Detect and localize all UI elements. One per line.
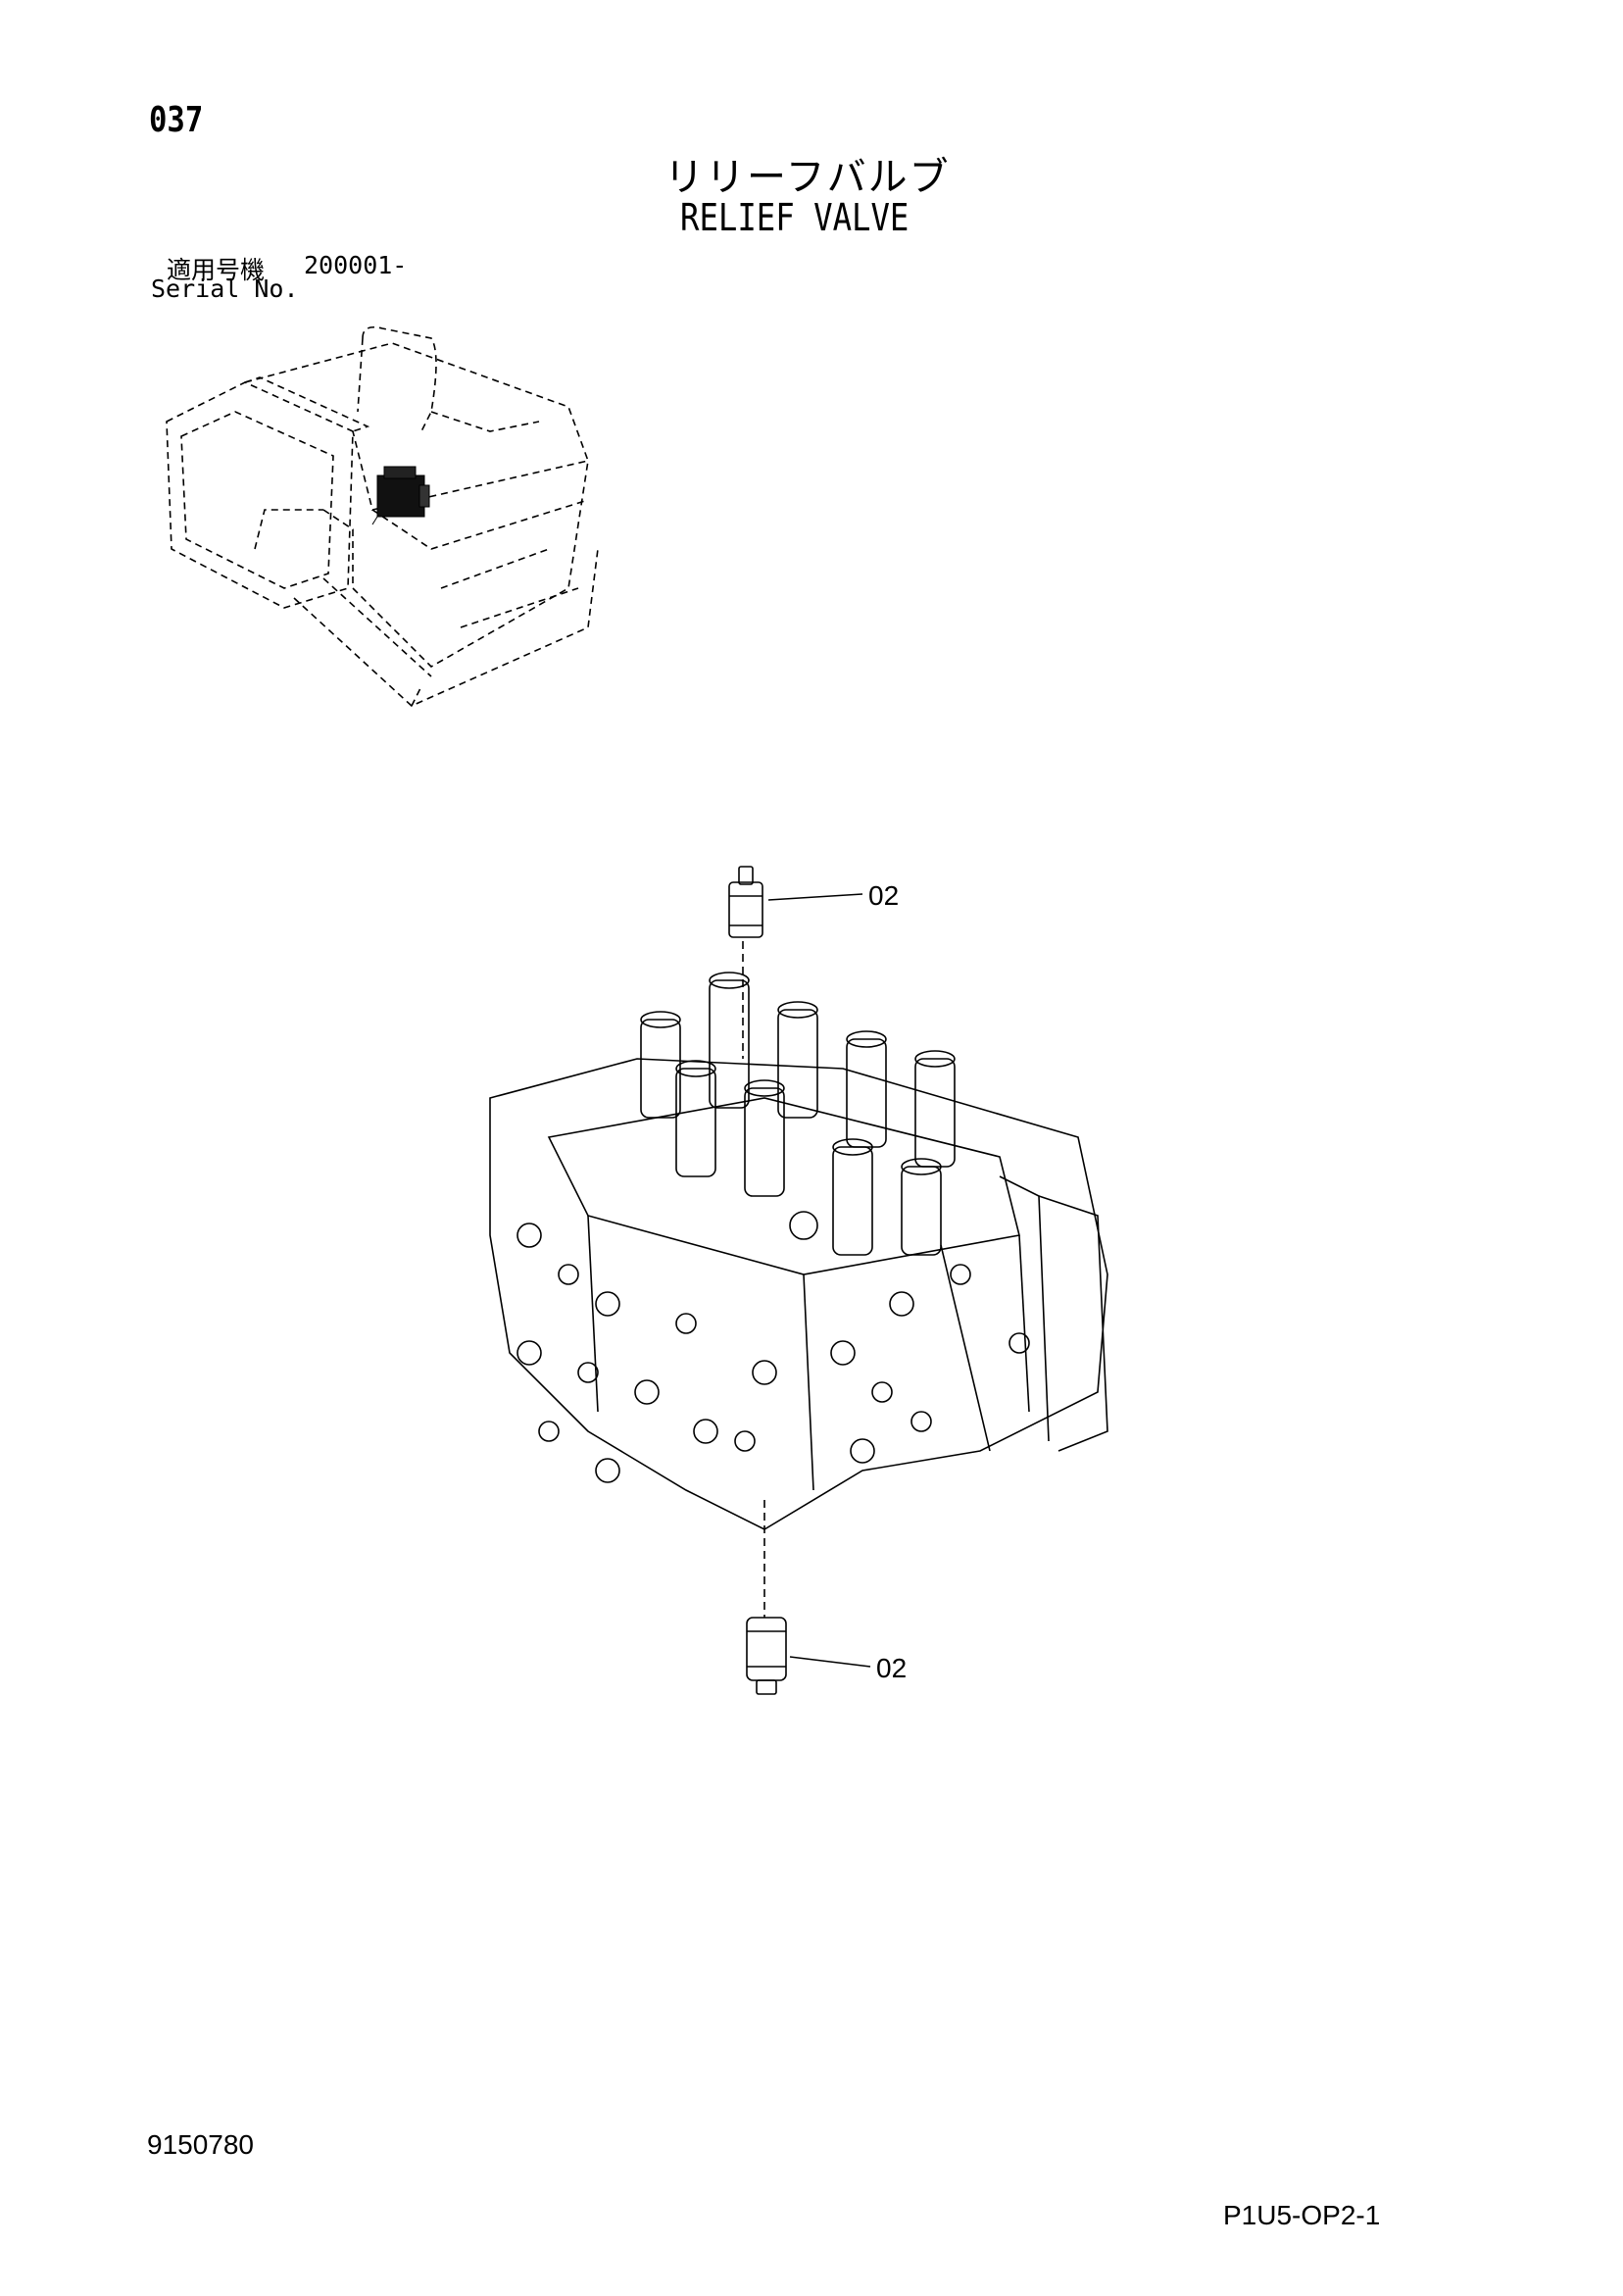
relief-valve-bottom <box>746 1617 787 1695</box>
title-english: RELIEF VALVE <box>680 196 910 239</box>
callout-label-bottom: 02 <box>876 1653 908 1683</box>
relief-valve-top <box>728 866 763 1059</box>
port-bolts <box>516 1211 1030 1483</box>
page-reference: P1U5-OP2-1 <box>1223 2200 1381 2230</box>
page-number: 037 <box>149 100 204 140</box>
callout-label-top: 02 <box>868 880 900 911</box>
spool-caps <box>640 972 956 1256</box>
serial-label-japanese: 適用号機 <box>167 256 266 284</box>
serial-label-english: Serial No. <box>151 275 299 303</box>
drawing-number: 9150780 <box>147 2129 255 2160</box>
serial-range: 200001- <box>304 251 408 279</box>
title-japanese: リリーフバルブ <box>664 155 951 200</box>
